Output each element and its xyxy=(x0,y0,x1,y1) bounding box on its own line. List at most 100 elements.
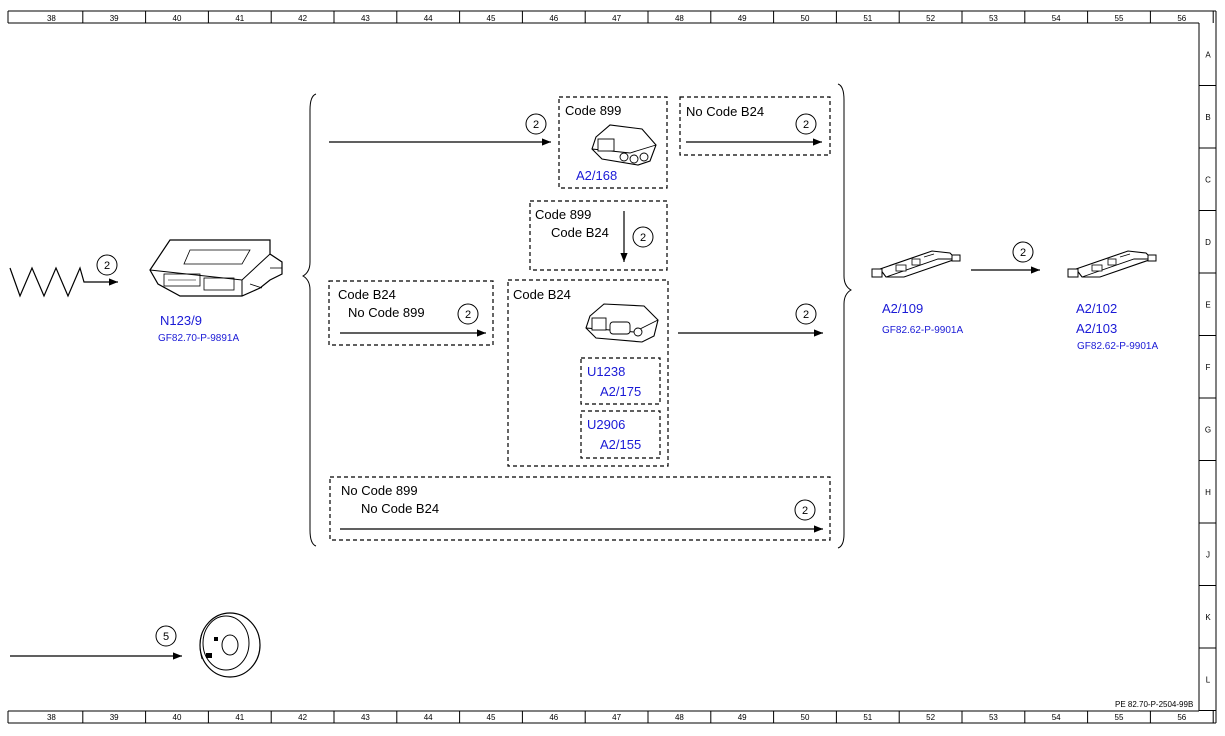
n123-ref: GF82.70-P-9891A xyxy=(158,333,239,344)
row-letter: J xyxy=(1206,550,1210,559)
column-number: 49 xyxy=(738,14,747,23)
svg-text:2: 2 xyxy=(640,232,646,244)
antenna-amplifier-icon xyxy=(871,250,961,278)
row-letter: L xyxy=(1206,675,1211,684)
svg-text:2: 2 xyxy=(803,309,809,321)
marker-2-no-b24: 2 xyxy=(795,113,817,135)
condition-box-code-899 xyxy=(558,96,668,189)
svg-text:2: 2 xyxy=(802,505,808,517)
a2-109-ref: GF82.62-P-9901A xyxy=(882,325,963,336)
column-number: 48 xyxy=(675,713,684,722)
a2-155-label: A2/155 xyxy=(600,437,641,452)
column-number: 45 xyxy=(487,14,496,23)
row-letter: C xyxy=(1205,175,1211,184)
column-number: 42 xyxy=(298,14,307,23)
a2-109-label: A2/109 xyxy=(882,301,923,316)
marker-2-none: 2 xyxy=(794,499,816,521)
row-letter: B xyxy=(1205,113,1210,122)
svg-text:2: 2 xyxy=(104,260,110,272)
column-number: 55 xyxy=(1115,713,1124,722)
condition-label: Code B24 xyxy=(513,287,571,302)
condition-box-899-b24 xyxy=(529,200,668,271)
svg-text:5: 5 xyxy=(163,631,169,643)
column-number: 51 xyxy=(863,14,872,23)
svg-text:2: 2 xyxy=(465,309,471,321)
marker-2-top: 2 xyxy=(525,113,547,135)
column-number: 49 xyxy=(738,713,747,722)
column-number: 40 xyxy=(173,14,182,23)
condition-label: Code B24 xyxy=(338,287,396,302)
column-number: 45 xyxy=(487,713,496,722)
column-number: 43 xyxy=(361,713,370,722)
column-number: 55 xyxy=(1115,14,1124,23)
column-number: 50 xyxy=(801,713,810,722)
u1238-code: U1238 xyxy=(587,364,625,379)
drawing-frame xyxy=(7,10,1217,724)
row-letter: D xyxy=(1205,238,1211,247)
column-number: 46 xyxy=(549,713,558,722)
antenna-module-icon xyxy=(591,124,657,166)
left-brace xyxy=(301,93,317,547)
column-number: 42 xyxy=(298,713,307,722)
column-number: 39 xyxy=(110,14,119,23)
marker-5: 5 xyxy=(155,625,177,647)
row-letter: H xyxy=(1205,488,1211,497)
right-brace xyxy=(837,83,853,549)
column-number: 47 xyxy=(612,713,621,722)
column-number: 56 xyxy=(1177,14,1186,23)
condition-box-none xyxy=(329,476,831,541)
column-number: 50 xyxy=(801,14,810,23)
svg-text:2: 2 xyxy=(803,119,809,131)
column-number: 44 xyxy=(424,713,433,722)
a2-102-label: A2/102 xyxy=(1076,301,1117,316)
row-letter: G xyxy=(1205,425,1211,434)
zigzag-input-line xyxy=(9,266,118,298)
column-number: 53 xyxy=(989,713,998,722)
column-number: 38 xyxy=(47,14,56,23)
a2-102-ref: GF82.62-P-9901A xyxy=(1077,341,1158,352)
column-number: 54 xyxy=(1052,713,1061,722)
a2-175-label: A2/175 xyxy=(600,384,641,399)
u2906-code: U2906 xyxy=(587,417,625,432)
condition-label: Code 899 xyxy=(565,103,621,118)
column-number: 38 xyxy=(47,713,56,722)
column-number: 41 xyxy=(235,713,244,722)
marker-2-b24-out: 2 xyxy=(795,303,817,325)
column-number: 51 xyxy=(863,713,872,722)
column-number: 52 xyxy=(926,14,935,23)
column-number: 40 xyxy=(173,713,182,722)
column-number: 56 xyxy=(1177,713,1186,722)
row-letter: A xyxy=(1205,50,1211,59)
column-grid: 3838393940404141424243434444454546464747… xyxy=(47,11,1214,723)
a2-168-label: A2/168 xyxy=(576,168,617,183)
column-number: 47 xyxy=(612,14,621,23)
column-number: 48 xyxy=(675,14,684,23)
marker-2-n123: 2 xyxy=(96,254,118,276)
marker-2-middle: 2 xyxy=(632,226,654,248)
column-number: 39 xyxy=(110,713,119,722)
marker-2-right: 2 xyxy=(1012,241,1034,263)
condition-label: No Code B24 xyxy=(361,501,439,516)
control-unit-icon xyxy=(149,239,283,297)
a2-103-label: A2/103 xyxy=(1076,321,1117,336)
column-number: 41 xyxy=(235,14,244,23)
n123-label: N123/9 xyxy=(160,313,202,328)
antenna-amplifier-icon xyxy=(1067,250,1157,278)
condition-label: No Code B24 xyxy=(686,104,764,119)
condition-box-b24-no-899 xyxy=(328,280,494,346)
condition-label: No Code 899 xyxy=(348,305,425,320)
column-number: 44 xyxy=(424,14,433,23)
condition-label: Code 899 xyxy=(535,207,591,222)
condition-box-no-code-b24 xyxy=(679,96,831,156)
svg-text:2: 2 xyxy=(1020,247,1026,259)
row-letter: E xyxy=(1205,300,1210,309)
condition-label: No Code 899 xyxy=(341,483,418,498)
svg-text:2: 2 xyxy=(533,119,539,131)
speaker-icon xyxy=(199,612,261,678)
column-number: 52 xyxy=(926,713,935,722)
column-number: 53 xyxy=(989,14,998,23)
marker-2-b24-no-899: 2 xyxy=(457,303,479,325)
column-number: 54 xyxy=(1052,14,1061,23)
